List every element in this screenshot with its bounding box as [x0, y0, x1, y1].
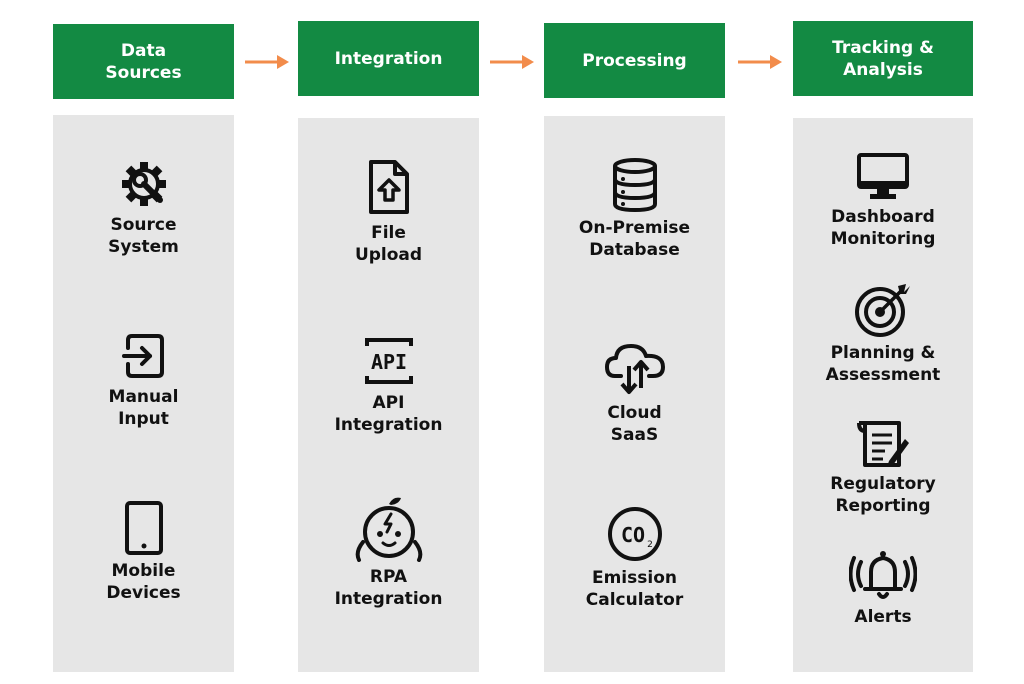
item-label: Cloud SaaS: [607, 403, 662, 445]
svg-text:API: API: [370, 350, 406, 374]
tablet-icon: [124, 501, 163, 555]
item-dashboard-monitoring: Dashboard Monitoring: [793, 152, 973, 250]
robot-icon: [355, 497, 422, 562]
item-api-integration: API API Integration: [298, 334, 479, 436]
api-icon: API: [364, 338, 413, 384]
item-cloud-saas: Cloud SaaS: [544, 338, 725, 446]
item-manual-input: Manual Input: [53, 330, 234, 430]
gear-wrench-icon: [121, 162, 166, 206]
monitor-icon: [857, 153, 909, 199]
item-label: API Integration: [334, 393, 443, 435]
flow-arrow: [738, 55, 782, 69]
file-upload-icon: [368, 160, 409, 214]
item-label: Planning & Assessment: [825, 343, 941, 385]
column-panel-data-sources: [53, 115, 234, 672]
target-icon: [855, 284, 910, 337]
column-panel-tracking-analysis: [793, 118, 973, 672]
item-label: Dashboard Monitoring: [830, 207, 936, 249]
item-on-premise-database: On-Premise Database: [544, 157, 725, 261]
item-label: Regulatory Reporting: [830, 474, 936, 516]
column-header-data-sources: Data Sources: [53, 24, 234, 99]
item-regulatory-reporting: Regulatory Reporting: [793, 419, 973, 517]
item-file-upload: File Upload: [298, 156, 479, 266]
item-label: File Upload: [354, 223, 423, 265]
item-emission-calculator: CO 2 Emission Calculator: [544, 505, 725, 611]
flow-arrow: [490, 55, 534, 69]
item-mobile-devices: Mobile Devices: [53, 500, 234, 604]
sign-in-icon: [121, 334, 164, 378]
item-label: Alerts: [854, 607, 912, 627]
item-label: On-Premise Database: [578, 218, 691, 260]
svg-text:2: 2: [647, 540, 653, 550]
column-header-processing: Processing: [544, 23, 725, 98]
item-source-system: Source System: [53, 158, 234, 258]
item-label: RPA Integration: [334, 567, 443, 609]
bell-icon: [849, 551, 917, 599]
co2-icon: CO 2: [607, 507, 662, 561]
document-pen-icon: [857, 421, 909, 467]
item-label: Mobile Devices: [106, 561, 181, 603]
item-planning-assessment: Planning & Assessment: [793, 282, 973, 386]
item-label: Source System: [108, 215, 179, 257]
database-icon: [612, 158, 657, 213]
cloud-sync-icon: [604, 344, 665, 394]
item-label: Manual Input: [108, 387, 179, 429]
item-rpa-integration: RPA Integration: [298, 494, 479, 610]
svg-text:CO: CO: [620, 523, 644, 547]
item-label: Emission Calculator: [585, 568, 684, 610]
column-header-integration: Integration: [298, 21, 479, 96]
flow-arrow: [245, 55, 289, 69]
item-alerts: Alerts: [793, 548, 973, 628]
column-header-tracking-analysis: Tracking & Analysis: [793, 21, 973, 96]
